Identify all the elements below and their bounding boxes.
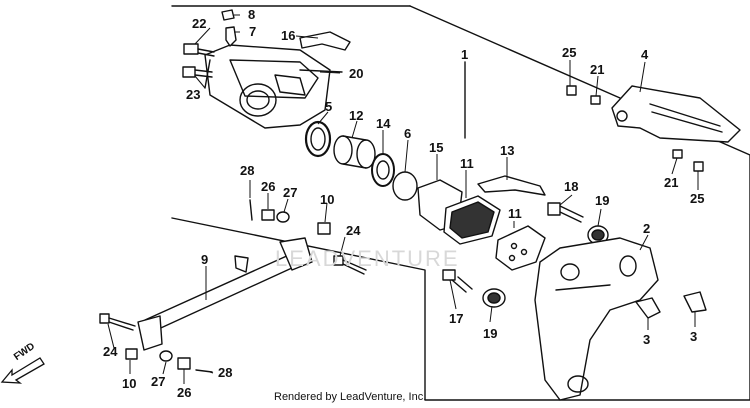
callout-22: 22 <box>192 16 207 31</box>
washer-27-lower-shape <box>159 350 173 362</box>
callout-27-upper: 27 <box>283 185 298 200</box>
pad-clip-right-shape <box>683 291 707 313</box>
callout-10-upper: 10 <box>320 192 335 207</box>
caliper-body-shape <box>204 44 343 129</box>
callout-28-upper: 28 <box>240 163 255 178</box>
callout-17: 17 <box>449 311 464 326</box>
callout-1: 1 <box>461 47 469 62</box>
callout-10-lower: 10 <box>122 376 137 391</box>
bolt-24-upper-shape <box>333 255 367 275</box>
callout-19-upper: 19 <box>595 193 610 208</box>
callout-18: 18 <box>564 179 579 194</box>
callout-8: 8 <box>248 7 256 22</box>
callout-9: 9 <box>201 252 209 267</box>
slide-pin-18-shape <box>547 202 584 223</box>
bolt-25-top-shape <box>566 85 577 96</box>
pad-spring-shape <box>299 31 351 51</box>
seal-ring-shape <box>304 120 332 158</box>
bleeder-cap-shape <box>221 9 235 21</box>
bleeder-valve-shape <box>225 26 237 47</box>
callout-19-lower: 19 <box>483 326 498 341</box>
bolt-25-bottom-shape <box>693 161 704 172</box>
forward-arrow-icon <box>0 357 45 384</box>
boot-shape <box>371 153 395 187</box>
callout-20: 20 <box>349 66 364 81</box>
callout-15: 15 <box>429 140 444 155</box>
callout-13: 13 <box>500 143 515 158</box>
callout-5: 5 <box>325 99 333 114</box>
brake-pad-lower-shape <box>495 225 546 271</box>
brake-guard-shape <box>611 85 741 143</box>
pin-boot-upper-shape <box>587 225 609 245</box>
collar-10-upper-shape <box>317 222 331 235</box>
callout-26-lower: 26 <box>177 385 192 400</box>
brake-pad-upper-shape <box>443 195 501 245</box>
callout-21-lower: 21 <box>664 175 679 190</box>
watermark-text: LEADVENTURE <box>275 246 460 271</box>
piston-shape <box>333 135 376 169</box>
collar-21-top-shape <box>590 95 601 105</box>
callout-26-upper: 26 <box>261 179 276 194</box>
pad-retainer-shape <box>477 175 546 196</box>
collar-21-bottom-shape <box>672 149 683 159</box>
callout-3-left: 3 <box>643 332 651 347</box>
cotter-pin-lower-shape <box>195 369 213 373</box>
nut-26-upper-shape <box>261 209 275 221</box>
callout-25-upper: 25 <box>562 45 577 60</box>
callout-16: 16 <box>281 28 296 43</box>
callout-2: 2 <box>643 221 651 236</box>
callout-24-upper: 24 <box>346 223 361 238</box>
bolt-22-shape <box>183 43 215 57</box>
collar-10-lower-shape <box>125 348 138 360</box>
slide-pin-17-shape <box>442 269 473 293</box>
callout-27-lower: 27 <box>151 374 166 389</box>
callout-12: 12 <box>349 108 364 123</box>
callout-3-right: 3 <box>690 329 698 344</box>
torque-rod-shape <box>137 237 313 351</box>
callout-4: 4 <box>641 47 649 62</box>
caliper-bracket-shape <box>534 237 659 401</box>
callout-7: 7 <box>249 24 257 39</box>
callout-6: 6 <box>404 126 412 141</box>
retaining-ring-shape <box>392 171 418 201</box>
callout-11-upper: 11 <box>460 156 474 171</box>
callout-24-lower: 24 <box>103 344 118 359</box>
callout-14: 14 <box>376 116 391 131</box>
callout-21-upper: 21 <box>590 62 605 77</box>
bolt-23-shape <box>182 66 213 78</box>
callout-11-lower: 11 <box>508 206 522 221</box>
nut-26-lower-shape <box>177 357 191 370</box>
washer-27-upper-shape <box>276 211 290 223</box>
callout-28-lower: 28 <box>218 365 233 380</box>
callout-23: 23 <box>186 87 201 102</box>
footer-credit: Rendered by LeadVenture, Inc. <box>274 391 427 403</box>
pad-clip-left-shape <box>635 297 661 319</box>
cotter-pin-upper-shape <box>249 199 253 221</box>
callout-25-lower: 25 <box>690 191 705 206</box>
bolt-24-lower-shape <box>99 313 136 331</box>
pin-boot-lower-shape <box>482 288 506 308</box>
